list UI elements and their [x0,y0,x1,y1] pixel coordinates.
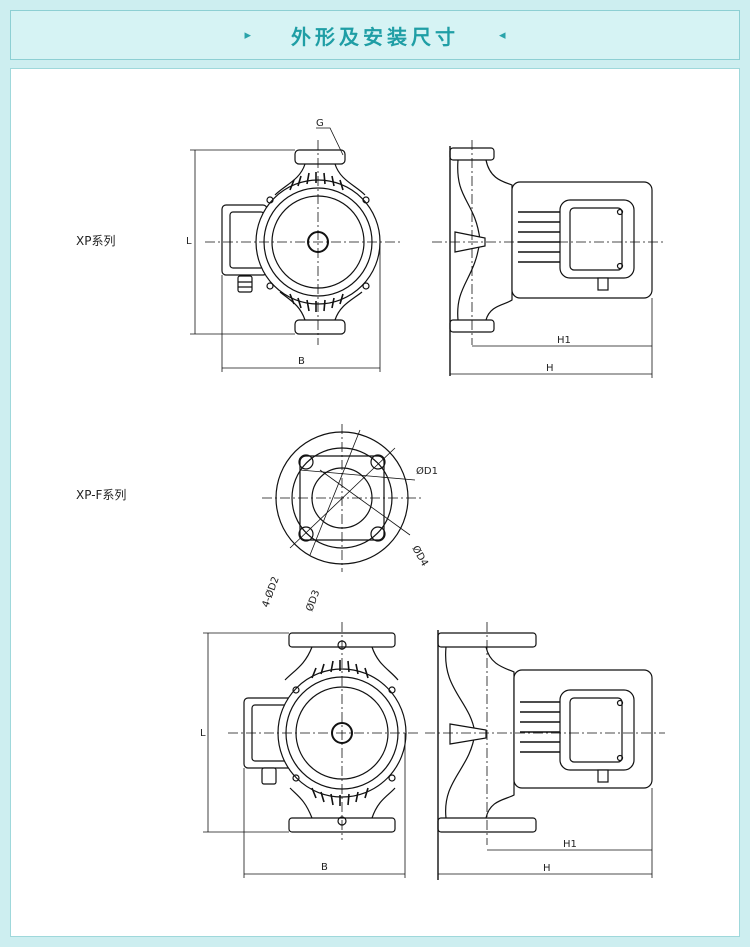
section-title: 外形及安装尺寸 [291,24,459,49]
dim-d1-label: ØD1 [416,465,438,477]
series-label-xp: XP系列 [76,234,116,248]
xp-f-flange-view [262,424,422,572]
dim-l-label-xpf: L [200,728,206,739]
dim-d2-label: 4-ØD2 [260,575,282,609]
dim-b-label-xpf: B [321,862,328,873]
dim-d3-label: ØD3 [304,588,323,613]
xp-front-view [190,127,400,372]
dim-h1-label-xp: H1 [557,335,571,346]
dim-h-label-xp: H [546,363,554,374]
dim-g-label: G [316,118,324,129]
dim-h1-label-xpf: H1 [563,839,577,850]
dim-l-label-xp: L [186,236,192,247]
dim-d4-label: ØD4 [409,544,430,569]
xp-side-view [432,140,665,378]
dim-h-label-xpf: H [543,863,551,874]
xp-f-side-view [425,622,665,880]
dim-b-label-xp: B [298,356,305,367]
series-label-xp-f: XP-F系列 [76,488,127,502]
xp-f-front-view [203,622,420,878]
left-marker-icon: ▸ [244,27,251,43]
right-marker-icon: ◂ [499,27,506,43]
section-header: ▸ 外形及安装尺寸 ◂ [10,10,740,60]
